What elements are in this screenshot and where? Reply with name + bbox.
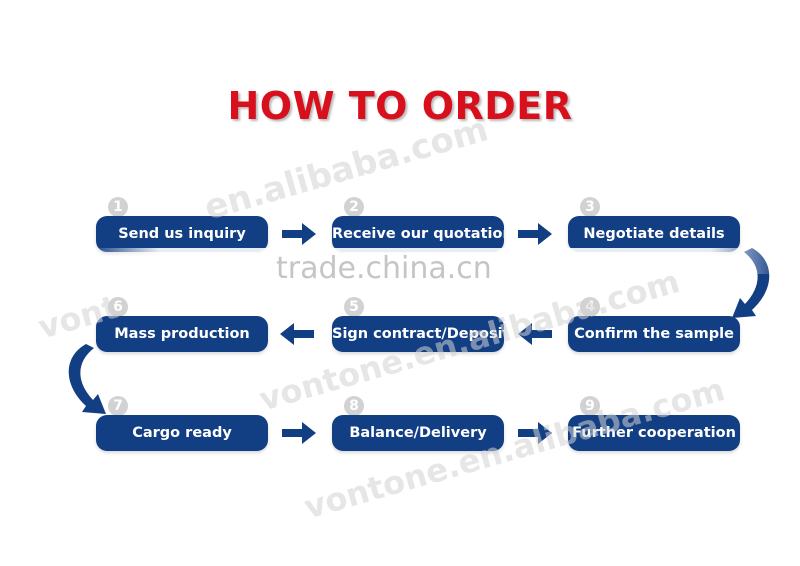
arrow-right-icon <box>518 223 552 245</box>
arrow-left-icon <box>280 323 314 345</box>
step-number-badge: 3 <box>580 197 600 217</box>
step-label: Balance/Delivery <box>332 415 504 451</box>
step-label: Mass production <box>96 316 268 352</box>
step-number-badge: 4 <box>580 297 600 317</box>
step-label: Cargo ready <box>96 415 268 451</box>
step-number-badge: 7 <box>108 396 128 416</box>
step-label: Send us inquiry <box>96 216 268 252</box>
step-number-badge: 2 <box>344 197 364 217</box>
arrow-right-icon <box>282 223 316 245</box>
arrow-left-icon <box>518 323 552 345</box>
step-label: Sign contract/Deposit <box>332 316 504 352</box>
arrow-right-icon <box>282 422 316 444</box>
step-number-badge: 5 <box>344 297 364 317</box>
step-number-badge: 6 <box>108 297 128 317</box>
step-number-badge: 8 <box>344 396 364 416</box>
step-number-badge: 9 <box>580 396 600 416</box>
arrow-right-icon <box>518 422 552 444</box>
step-number-badge: 1 <box>108 197 128 217</box>
curved-down-arrow-icon <box>68 344 106 414</box>
step-label: Negotiate details <box>568 216 740 252</box>
step-label: Receive our quotation <box>332 216 504 252</box>
step-label: Further cooperation <box>568 415 740 451</box>
step-label: Confirm the sample <box>568 316 740 352</box>
page-title: HOW TO ORDER <box>227 84 573 128</box>
watermark-fade-band <box>90 248 780 274</box>
